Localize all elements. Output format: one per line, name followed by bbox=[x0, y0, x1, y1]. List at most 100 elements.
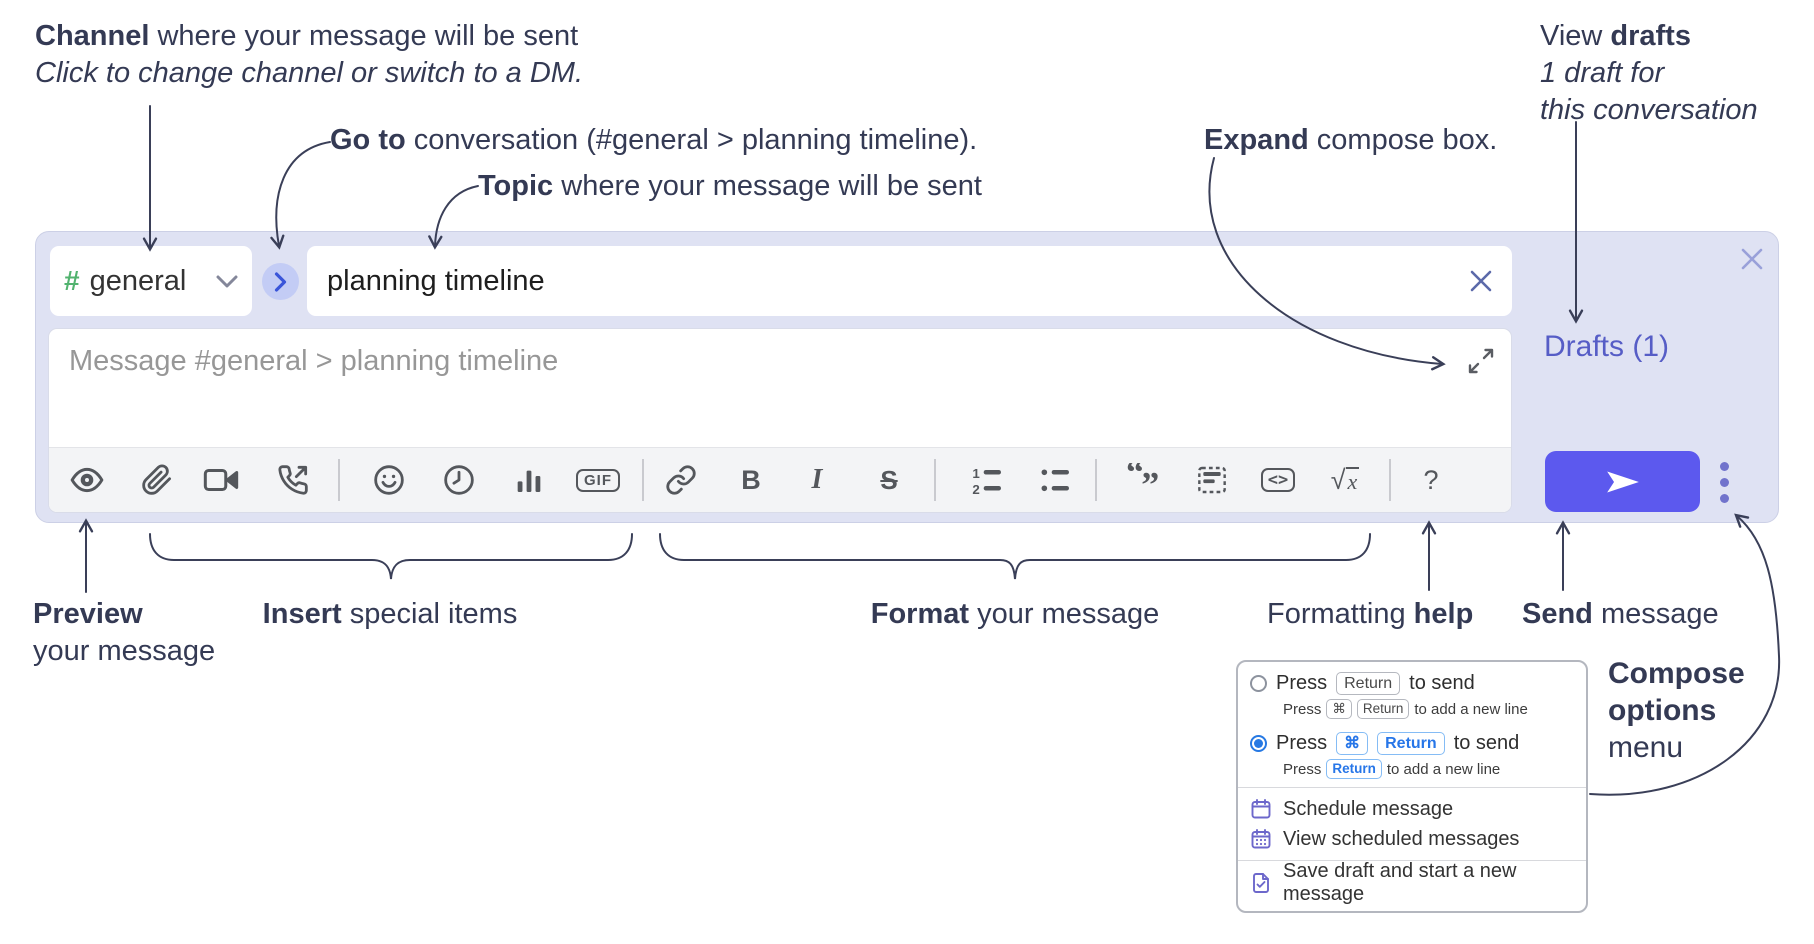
calendar-icon bbox=[1251, 799, 1271, 819]
message-area: GIF B I S 1 bbox=[48, 328, 1512, 513]
svg-text:”: ” bbox=[1141, 465, 1159, 497]
brace-insert bbox=[149, 533, 633, 580]
numbered-list-icon: 1 2 bbox=[972, 466, 1001, 496]
drafts-link[interactable]: Drafts (1) bbox=[1544, 330, 1670, 363]
gif-icon: GIF bbox=[576, 468, 620, 492]
close-compose-button[interactable] bbox=[1736, 243, 1768, 275]
radio-unselected-icon[interactable] bbox=[1250, 674, 1267, 692]
kebab-dot bbox=[1719, 477, 1729, 487]
numbered-list-button[interactable]: 1 2 bbox=[959, 455, 1015, 505]
send-button[interactable] bbox=[1545, 451, 1700, 512]
time-button[interactable] bbox=[431, 455, 487, 505]
annotation-topic: Topic where your message will be sent bbox=[478, 168, 982, 205]
go-to-conversation-button[interactable] bbox=[262, 263, 299, 300]
phone-call-icon bbox=[278, 465, 308, 495]
bulleted-list-button[interactable] bbox=[1027, 455, 1083, 505]
menu-item-view-scheduled-label: View scheduled messages bbox=[1283, 827, 1520, 850]
option2-sub-press: Press bbox=[1283, 760, 1322, 778]
toolbar-separator bbox=[338, 459, 340, 501]
formatting-help-button[interactable]: ? bbox=[1403, 455, 1459, 505]
kebab-dot bbox=[1719, 461, 1729, 471]
annotation-expand-rest: compose box. bbox=[1308, 124, 1498, 156]
compose-options-button[interactable] bbox=[1714, 456, 1734, 508]
option-enter-sends-subtext: Press ⌘ Return to add a new line bbox=[1283, 697, 1574, 721]
channel-selector[interactable]: # general bbox=[50, 246, 252, 316]
topic-input[interactable] bbox=[307, 246, 1512, 316]
option-enter-sends[interactable]: Press Return to send bbox=[1250, 669, 1574, 697]
annotation-formatting-help-pre: Formatting bbox=[1267, 598, 1414, 630]
chevron-right-icon bbox=[274, 271, 287, 292]
compose-options-menu: Press Return to send Press ⌘ Return to a… bbox=[1236, 660, 1588, 913]
expand-compose-icon[interactable] bbox=[1465, 345, 1497, 377]
annotation-view-drafts-line2: 1 draft for bbox=[1540, 57, 1665, 89]
annotation-format-bold: Format bbox=[870, 598, 970, 630]
svg-text:1: 1 bbox=[972, 466, 980, 481]
annotation-preview-bold: Preview bbox=[33, 598, 143, 630]
annotation-insert-rest: special items bbox=[341, 598, 518, 630]
toolbar-separator bbox=[934, 459, 936, 501]
annotation-formatting-help-bold: help bbox=[1413, 598, 1474, 630]
paperclip-icon bbox=[142, 464, 171, 495]
option2-key-cmd: ⌘ bbox=[1336, 731, 1369, 755]
gif-button[interactable]: GIF bbox=[570, 455, 626, 505]
italic-button[interactable]: I bbox=[789, 455, 845, 505]
option2-press: Press bbox=[1276, 731, 1328, 754]
topic-clear-button[interactable] bbox=[1466, 266, 1496, 296]
option1-suffix: to send bbox=[1409, 671, 1475, 694]
option2-suffix: to send bbox=[1453, 731, 1520, 754]
math-button[interactable]: √x bbox=[1317, 455, 1373, 505]
link-button[interactable] bbox=[653, 455, 709, 505]
compose-toolbar: GIF B I S 1 bbox=[49, 447, 1511, 512]
toolbar-separator bbox=[642, 459, 644, 501]
code-button[interactable]: <> bbox=[1250, 455, 1306, 505]
annotation-compose-options-line3: menu bbox=[1608, 731, 1684, 764]
annotation-goto-bold: Go to bbox=[330, 124, 406, 156]
message-textarea[interactable] bbox=[49, 329, 1511, 447]
svg-text:“: “ bbox=[1126, 463, 1144, 492]
menu-divider bbox=[1238, 860, 1586, 861]
audio-call-button[interactable] bbox=[265, 455, 321, 505]
bold-button[interactable]: B bbox=[723, 455, 779, 505]
annotation-send-rest: message bbox=[1592, 598, 1719, 630]
annotation-send-bold: Send bbox=[1522, 598, 1593, 630]
preview-button[interactable] bbox=[59, 455, 115, 505]
quote-button[interactable]: “ ” bbox=[1116, 455, 1172, 505]
smiley-icon bbox=[374, 465, 404, 495]
menu-item-schedule-message[interactable]: Schedule message bbox=[1250, 794, 1574, 824]
video-camera-icon bbox=[203, 468, 239, 492]
video-call-button[interactable] bbox=[193, 455, 249, 505]
question-mark-icon: ? bbox=[1423, 464, 1439, 495]
option-cmd-enter-sends[interactable]: Press ⌘ Return to send bbox=[1250, 729, 1574, 757]
option1-sub-key-cmd: ⌘ bbox=[1326, 699, 1352, 719]
attach-file-button[interactable] bbox=[129, 455, 185, 505]
poll-button[interactable] bbox=[501, 455, 557, 505]
spoiler-button[interactable] bbox=[1184, 455, 1240, 505]
option-cmd-enter-sends-subtext: Press Return to add a new line bbox=[1283, 757, 1574, 781]
annotation-format-rest: your message bbox=[969, 598, 1160, 630]
annotation-goto: Go to conversation (#general > planning … bbox=[330, 122, 977, 159]
annotation-channel-bold: Channel bbox=[35, 20, 150, 52]
emoji-button[interactable] bbox=[361, 455, 417, 505]
annotation-view-drafts-line3: this conversation bbox=[1540, 94, 1758, 126]
svg-text:2: 2 bbox=[972, 482, 979, 496]
radio-selected-icon[interactable] bbox=[1250, 734, 1267, 752]
quote-icon: “ ” bbox=[1126, 463, 1159, 497]
annotation-view-drafts-pre: View bbox=[1540, 20, 1611, 52]
annotation-expand-bold: Expand bbox=[1204, 124, 1309, 156]
eye-icon bbox=[70, 467, 104, 493]
annotation-compose-options: Compose options menu bbox=[1608, 655, 1745, 766]
menu-item-view-scheduled[interactable]: View scheduled messages bbox=[1250, 824, 1574, 854]
menu-item-save-draft[interactable]: Save draft and start a new message bbox=[1250, 860, 1574, 905]
topic-field bbox=[307, 246, 1512, 316]
toolbar-separator bbox=[1095, 459, 1097, 501]
annotation-view-drafts-bold: drafts bbox=[1610, 20, 1691, 52]
annotation-send: Send message bbox=[1522, 596, 1719, 633]
kebab-dot bbox=[1719, 493, 1729, 503]
strikethrough-button[interactable]: S bbox=[861, 455, 917, 505]
option2-key-return: Return bbox=[1377, 731, 1445, 755]
option1-press: Press bbox=[1276, 671, 1328, 694]
clock-icon bbox=[444, 465, 474, 495]
annotation-compose-options-line1: Compose bbox=[1608, 657, 1745, 690]
option2-sub-key-return: Return bbox=[1326, 759, 1382, 779]
